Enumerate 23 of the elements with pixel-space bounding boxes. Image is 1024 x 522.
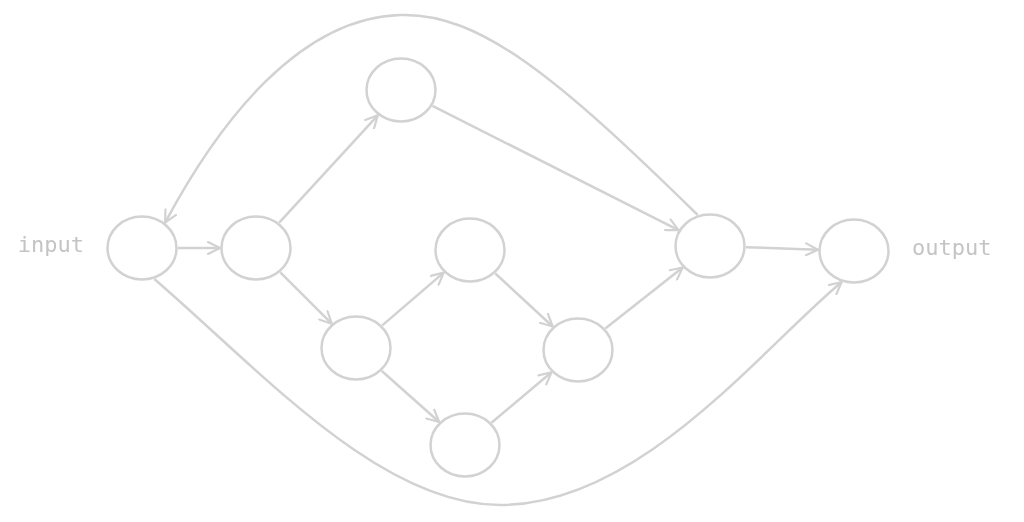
- arrow: [153, 278, 843, 507]
- arrow: [604, 266, 684, 330]
- node-caption: output: [912, 235, 992, 261]
- arrow: [490, 371, 553, 424]
- circle-node: [434, 217, 506, 283]
- circle-node: [674, 213, 746, 279]
- arrow: [745, 242, 820, 257]
- circle-node: [106, 215, 178, 281]
- arrow: [380, 370, 441, 424]
- arrow: [431, 104, 680, 232]
- arrow: [381, 271, 445, 327]
- arrow: [164, 13, 699, 224]
- circle-node: [220, 215, 292, 281]
- circle-node: [365, 57, 437, 123]
- arrow: [278, 114, 379, 224]
- arrow: [178, 240, 222, 256]
- circle-node: [429, 412, 501, 478]
- arrow: [279, 271, 333, 325]
- circle-node: [542, 317, 614, 383]
- circle-node: [818, 218, 890, 284]
- node-caption: input: [17, 232, 84, 258]
- circle-node: [320, 315, 392, 381]
- arrow: [494, 272, 554, 328]
